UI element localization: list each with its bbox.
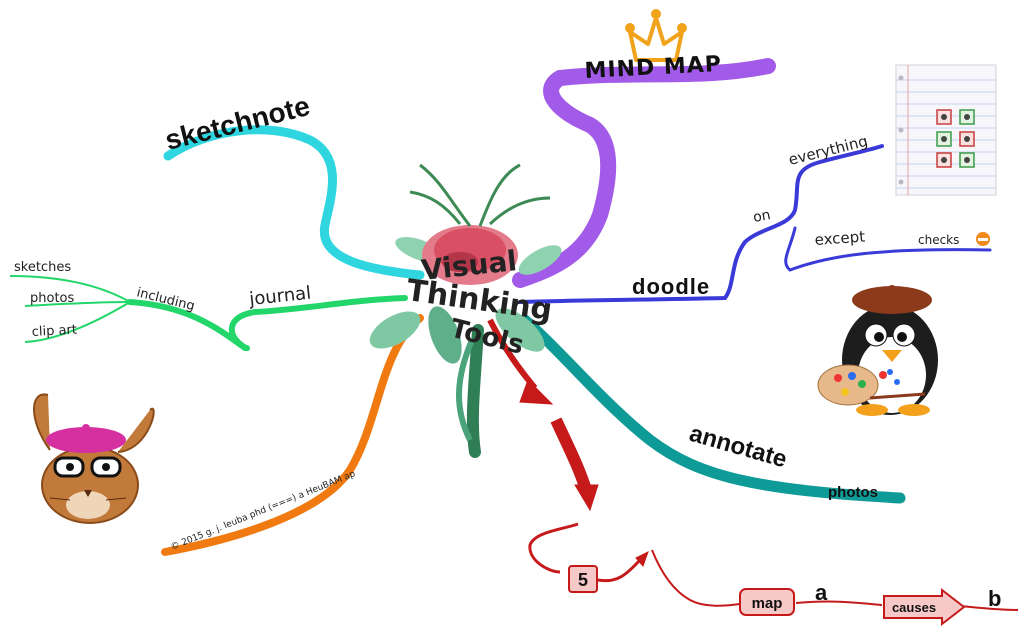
photos-right-label: photos: [828, 484, 878, 501]
sketchnote-label: sketchnote: [162, 90, 313, 156]
sketches-label: sketches: [14, 260, 71, 275]
except-branch: [784, 226, 992, 272]
map-box: [739, 588, 795, 616]
photos-left-label: photos: [30, 291, 74, 306]
except-label: except: [814, 228, 866, 249]
flow-arrows: [487, 318, 1019, 611]
checks-label: checks: [918, 233, 959, 247]
a-label: a: [815, 580, 828, 605]
notebook-icon: [895, 64, 997, 196]
flower-icon: [369, 163, 562, 458]
photos-left-branch: [24, 301, 131, 307]
penguin-icon: [817, 285, 938, 416]
bunny-icon: [33, 393, 155, 524]
sketchnote-branch: [163, 125, 425, 280]
sketches-branch: [9, 275, 131, 303]
number-label: 5: [578, 570, 588, 590]
smiley-icon: [976, 232, 990, 246]
number-box: [568, 565, 598, 593]
copyright-branch: [161, 314, 424, 556]
copyright-label: © 2015 g. j. leuba phd (===) a HeuBAM ap: [169, 469, 357, 553]
annotate-branch: [519, 314, 906, 504]
clip-art-branch: [24, 301, 131, 343]
map-label: map: [752, 595, 783, 612]
causes-label: causes: [892, 600, 936, 615]
everything-label: everything: [787, 132, 870, 169]
crown-icon: [625, 9, 687, 62]
doodle-branch: [518, 144, 884, 304]
mind-map-branch: [512, 58, 776, 288]
clip-art-label: clip art: [31, 323, 77, 340]
causes-arrow: [883, 587, 966, 627]
on-label: on: [752, 207, 772, 226]
doodle-label: doodle: [632, 274, 710, 299]
journal-branch: [127, 295, 408, 352]
b-label: b: [988, 586, 1001, 611]
